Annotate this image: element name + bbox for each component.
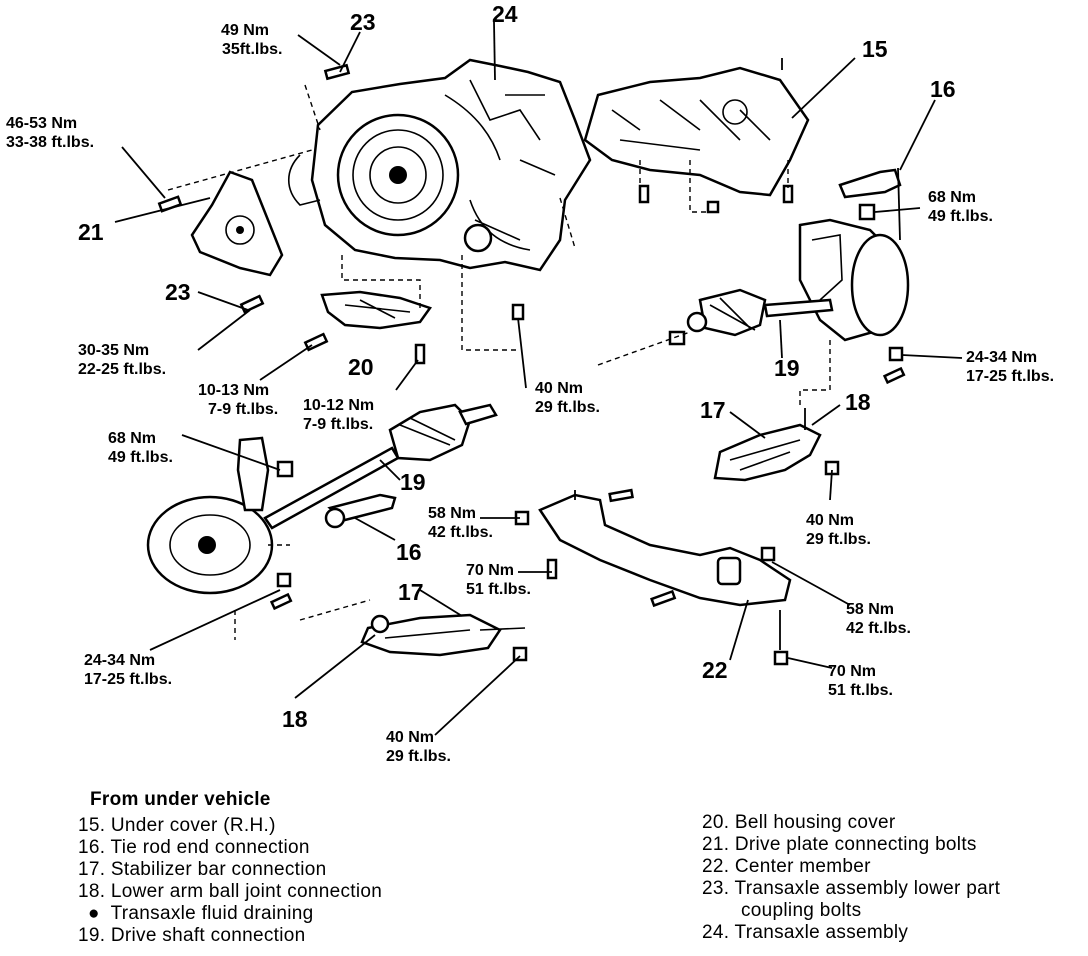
- callout-21: 21: [78, 219, 104, 245]
- legend-item-24: 24. Transaxle assembly: [702, 922, 909, 943]
- legend-item-20: 20. Bell housing cover: [702, 812, 896, 833]
- legend-right-column: 20. Bell housing cover 21. Drive plate c…: [702, 812, 1000, 944]
- callout-20: 20: [348, 354, 374, 380]
- callout-22: 22: [702, 657, 728, 683]
- exploded-view-diagram: 15 16 16 17 17 18 18 19 19 20 21 22 23 2…: [6, 1, 1054, 765]
- legend-left-column: 15. Under cover (R.H.) 16. Tie rod end c…: [78, 815, 382, 947]
- left-hub-drawing: [146, 436, 274, 595]
- leader-lines: [114, 21, 963, 736]
- callout-23-top: 23: [350, 9, 376, 35]
- callout-17-left: 17: [398, 579, 424, 605]
- right-drive-shaft-drawing: [686, 288, 834, 337]
- legend-item-19: 19. Drive shaft connection: [78, 925, 306, 946]
- center-member-drawing: [538, 490, 792, 650]
- legend-item-23-continued: coupling bolts: [741, 900, 862, 921]
- legend-heading: From under vehicle: [90, 789, 271, 810]
- callout-16-right: 16: [930, 76, 956, 102]
- right-tie-rod-end-drawing: [838, 167, 902, 241]
- left-lower-arm-drawing: [360, 613, 526, 657]
- legend-item-18: 18. Lower arm ball joint connection: [78, 881, 383, 902]
- callout-labels: 15 16 16 17 17 18 18 19 19 20 21 22 23 2…: [78, 1, 956, 732]
- right-knuckle-hub-drawing: [798, 218, 910, 342]
- legend-item-fluid-draining: ● Transaxle fluid draining: [88, 903, 314, 924]
- under-cover-drawing: [583, 58, 810, 197]
- left-drive-shaft-drawing: [263, 403, 498, 530]
- transaxle-assembly-drawing: [287, 58, 592, 272]
- alignment-lines: [167, 84, 831, 640]
- callout-18-right: 18: [845, 389, 871, 415]
- callout-19-left: 19: [400, 469, 426, 495]
- drive-plate-drawing: [190, 170, 284, 277]
- callout-17-right: 17: [700, 397, 726, 423]
- legend-item-21: 21. Drive plate connecting bolts: [702, 834, 977, 855]
- left-tie-rod-end-drawing: [324, 493, 397, 529]
- callout-16-left: 16: [396, 539, 422, 565]
- legend-item-17: 17. Stabilizer bar connection: [78, 859, 327, 880]
- legend-item-16: 16. Tie rod end connection: [78, 837, 310, 858]
- callout-23-left: 23: [165, 279, 191, 305]
- callout-19-right: 19: [774, 355, 800, 381]
- legend-item-23: 23. Transaxle assembly lower part: [702, 878, 1001, 899]
- callout-18-left: 18: [282, 706, 308, 732]
- right-stabilizer-link-drawing: [713, 408, 822, 482]
- legend-item-15: 15. Under cover (R.H.): [78, 815, 276, 836]
- callout-15: 15: [862, 36, 888, 62]
- bell-housing-cover-drawing: [320, 290, 433, 330]
- callout-24: 24: [492, 1, 518, 27]
- legend-item-22: 22. Center member: [702, 856, 871, 877]
